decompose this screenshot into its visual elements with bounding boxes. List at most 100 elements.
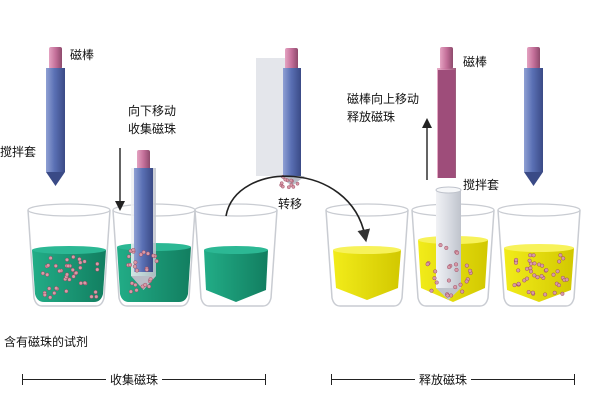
bead [46, 263, 51, 268]
beads-released-yellow [425, 243, 473, 298]
bead [468, 268, 473, 273]
bead [434, 280, 439, 285]
beaker-1 [27, 203, 111, 307]
label-magnetic-rod-right: 磁棒 [463, 55, 488, 69]
bead [564, 277, 569, 282]
bead [64, 272, 69, 277]
section-release-label: 释放磁珠 [415, 371, 472, 388]
bead [95, 261, 100, 266]
bead [70, 267, 75, 272]
section-release: 释放磁珠 [331, 371, 575, 388]
yellow-liquid [333, 250, 401, 300]
bead [134, 288, 139, 293]
bead [438, 243, 443, 248]
bead [464, 279, 469, 284]
label-move-up-1: 磁棒向上移动 [347, 92, 420, 106]
bead [432, 276, 437, 281]
bead [555, 269, 560, 274]
magnetic-rod-6 [524, 47, 543, 186]
bead [133, 282, 138, 287]
bead [530, 290, 535, 295]
bead [144, 267, 149, 272]
bead [540, 263, 545, 268]
bead [54, 286, 59, 291]
bead [528, 266, 533, 271]
label-move-down-2: 收集磁珠 [128, 122, 177, 136]
bead [145, 251, 150, 256]
beads-dispersed-yellow [512, 253, 569, 297]
bead [454, 262, 459, 267]
bead [57, 269, 62, 274]
bead [286, 185, 291, 189]
section-collect: 收集磁珠 [22, 371, 266, 388]
bead [445, 293, 450, 298]
bead [529, 269, 534, 274]
bead [544, 268, 549, 273]
bead [522, 278, 527, 283]
bead [64, 257, 69, 262]
bead [516, 281, 521, 286]
down-arrow [115, 148, 125, 211]
bead [429, 288, 434, 293]
bead [561, 256, 566, 261]
bead [444, 245, 449, 250]
bead [95, 267, 100, 272]
label-reagent: 含有磁珠的试剂 [4, 335, 89, 349]
label-move-up-2: 释放磁珠 [347, 110, 396, 124]
bead [527, 258, 532, 263]
bead [556, 283, 561, 288]
bead [280, 184, 285, 189]
bead [464, 263, 469, 268]
label-stirring-sleeve: 搅拌套 [0, 145, 37, 159]
bead [449, 293, 454, 298]
bead [558, 253, 563, 258]
bead [48, 256, 53, 261]
bead [131, 247, 136, 252]
bead [138, 252, 143, 257]
bead [48, 295, 53, 300]
bead [425, 262, 430, 267]
beaker-6 [497, 203, 581, 307]
bead [133, 260, 138, 265]
label-stirring-sleeve-right: 搅拌套 [463, 178, 500, 192]
bead [52, 291, 57, 296]
bead [64, 289, 69, 294]
bead [143, 282, 148, 287]
bead [552, 290, 557, 295]
bead [433, 269, 438, 274]
bead [147, 284, 152, 289]
bead [53, 263, 58, 268]
bead [94, 294, 99, 299]
bead [128, 289, 133, 294]
bead [551, 272, 556, 277]
bead [539, 274, 544, 279]
yellow-liquid [504, 248, 574, 302]
bead [535, 275, 540, 280]
bead [134, 268, 139, 273]
bead [45, 272, 50, 277]
bead [557, 259, 562, 264]
bead [82, 280, 87, 285]
bead [514, 257, 519, 262]
bead [528, 253, 533, 258]
bead [71, 274, 76, 279]
bead [458, 282, 463, 287]
bead [66, 263, 71, 268]
bead [525, 276, 530, 281]
bead [291, 185, 296, 189]
bead [525, 266, 530, 271]
beads-dispersed-green [40, 254, 100, 300]
bead [148, 277, 153, 282]
bead [78, 260, 83, 265]
label-transfer: 转移 [278, 197, 303, 211]
bead [129, 281, 134, 286]
bead [512, 283, 517, 288]
bead [460, 289, 465, 294]
bead [74, 270, 79, 275]
magnetic-rod-2-collecting [131, 150, 156, 290]
bead [279, 181, 284, 185]
bead [532, 273, 537, 278]
bead [526, 290, 531, 295]
label-move-down-1: 向下移动 [128, 104, 177, 118]
bead [283, 177, 288, 182]
